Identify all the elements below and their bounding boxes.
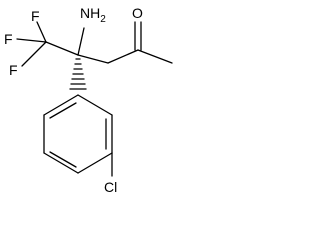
ring-double-bond-c [49,102,77,119]
bond-c-f1 [36,21,47,43]
bond-c-f3 [21,41,47,67]
bond-c1-n [77,27,85,56]
ring-double-bond-b [49,151,77,168]
ketone-oxygen-label: O [132,5,143,21]
ring-bond-1 [77,94,113,116]
fluorine-label-top: F [31,8,40,24]
ring-bond-6 [43,94,79,116]
chemical-structure: F F F NH2 O C [4,5,173,195]
chlorine-label: Cl [104,179,117,195]
butanone-chain: O [77,5,173,64]
trifluoromethyl-group: F F F [4,8,79,78]
hashed-wedge-bond [69,58,87,90]
ring-bond-3 [77,152,113,174]
amine-label: NH2 [80,5,106,25]
bond-ch2-carbonyl [107,49,139,64]
fluorine-label-bottom: F [9,62,18,78]
bond-c1-ch2 [77,54,109,64]
fluorine-label-left: F [4,31,13,47]
bond-c-f2 [16,38,47,43]
amine-group: NH2 [77,5,106,56]
ring-bond-4 [43,152,79,174]
bond-cf3-c1 [45,41,79,56]
bond-carbonyl-methyl [137,49,173,64]
chlorophenyl-ring: Cl [43,94,117,195]
